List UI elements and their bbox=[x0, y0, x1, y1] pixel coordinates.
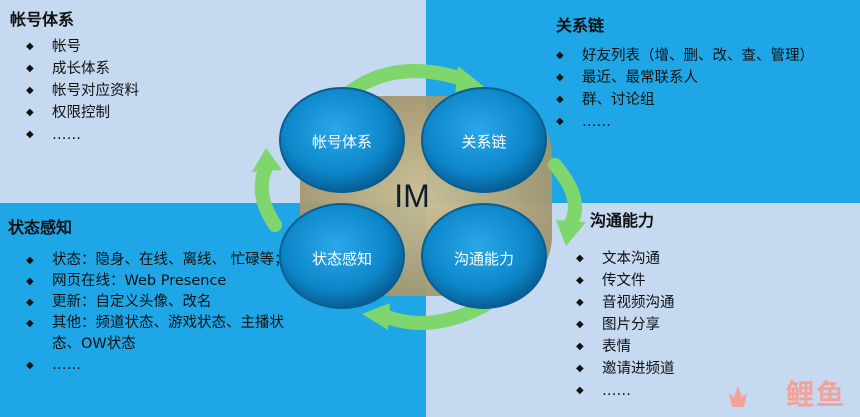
account-list: 帐号成长体系帐号对应资料权限控制…… bbox=[26, 36, 226, 146]
account-title: 帐号体系 bbox=[10, 10, 75, 29]
list-item: 成长体系 bbox=[26, 58, 226, 80]
watermark-fire-icon bbox=[729, 386, 747, 407]
list-item: 网页在线：Web Presence bbox=[26, 271, 290, 292]
list-item: 文本沟通 bbox=[576, 248, 736, 270]
arrow-relation-to-communication bbox=[548, 158, 582, 232]
list-item: 更新：自定义头像、改名 bbox=[26, 292, 290, 313]
list-item: 状态：隐身、在线、离线、 忙碌等； bbox=[26, 250, 290, 271]
list-item: 帐号对应资料 bbox=[26, 80, 226, 102]
list-item: …… bbox=[576, 380, 736, 402]
list-item: 其他：频道状态、游戏状态、主播状态、OW状态 bbox=[26, 313, 290, 355]
list-item: 邀请进频道 bbox=[576, 358, 736, 380]
arrow-head-relation-to-communication bbox=[556, 220, 586, 246]
state-list: 状态：隐身、在线、离线、 忙碌等；网页在线：Web Presence更新：自定义… bbox=[26, 250, 290, 376]
watermark-text: 鲤鱼 bbox=[785, 378, 846, 411]
arrow-state-to-account bbox=[254, 163, 282, 232]
list-item: 音视频沟通 bbox=[576, 292, 736, 314]
relation-title: 关系链 bbox=[556, 16, 605, 35]
node-account bbox=[279, 87, 405, 193]
list-item: 帐号 bbox=[26, 36, 226, 58]
arrow-head-communication-to-state bbox=[362, 303, 390, 330]
list-item: 表情 bbox=[576, 336, 736, 358]
node-communication-label: 沟通能力 bbox=[453, 250, 514, 268]
communication-title: 沟通能力 bbox=[590, 211, 655, 230]
list-item: 好友列表（增、删、改、查、管理） bbox=[556, 45, 856, 67]
arrow-communication-to-state bbox=[375, 298, 492, 330]
list-item: 权限控制 bbox=[26, 102, 226, 124]
node-account-label: 帐号体系 bbox=[311, 133, 372, 151]
communication-list: 文本沟通传文件音视频沟通图片分享表情邀请进频道…… bbox=[576, 248, 736, 402]
state-title: 状态感知 bbox=[8, 218, 73, 237]
list-item: …… bbox=[26, 124, 226, 146]
node-state bbox=[279, 203, 405, 309]
node-state-label: 状态感知 bbox=[311, 250, 372, 268]
list-item: 图片分享 bbox=[576, 314, 736, 336]
node-relation bbox=[421, 87, 547, 193]
list-item: …… bbox=[26, 355, 290, 376]
list-item: 最近、最常联系人 bbox=[556, 67, 856, 89]
list-item: …… bbox=[556, 111, 856, 133]
center-im-label: IM bbox=[394, 178, 430, 214]
node-relation-label: 关系链 bbox=[461, 133, 507, 151]
arrow-head-state-to-account bbox=[252, 148, 282, 172]
relation-list: 好友列表（增、删、改、查、管理）最近、最常联系人群、讨论组…… bbox=[556, 45, 856, 133]
node-communication bbox=[421, 203, 547, 309]
list-item: 传文件 bbox=[576, 270, 736, 292]
list-item: 群、讨论组 bbox=[556, 89, 856, 111]
